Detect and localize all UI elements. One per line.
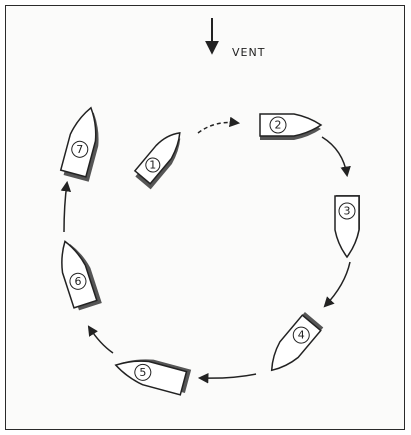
- boat-6-label: 6: [74, 275, 81, 288]
- boat-2: 2: [260, 114, 321, 140]
- boat-7-label: 7: [76, 143, 83, 156]
- arrow-4-to-5: [200, 374, 256, 378]
- arrow-2-to-3: [322, 137, 347, 175]
- wind-label: VENT: [232, 46, 265, 59]
- boat-1-label: 1: [149, 159, 156, 172]
- boat-7: 7: [60, 104, 108, 181]
- boat-4-label: 4: [298, 329, 305, 342]
- boat-4: 4: [262, 312, 323, 378]
- boat-6: 6: [54, 236, 102, 311]
- boat-1: 1: [132, 126, 190, 189]
- arrow-5-to-6: [89, 327, 113, 353]
- arrow-6-to-7: [64, 183, 67, 232]
- boat-3: 3: [335, 195, 360, 257]
- boat-2-label: 2: [275, 119, 282, 132]
- arrow-1-to-2: [198, 122, 238, 133]
- boat-5: 5: [113, 351, 191, 396]
- boat-3-label: 3: [344, 205, 351, 218]
- arrow-3-to-4: [325, 262, 350, 306]
- wind-indicator: VENT: [212, 18, 265, 59]
- boat-5-label: 5: [139, 366, 146, 379]
